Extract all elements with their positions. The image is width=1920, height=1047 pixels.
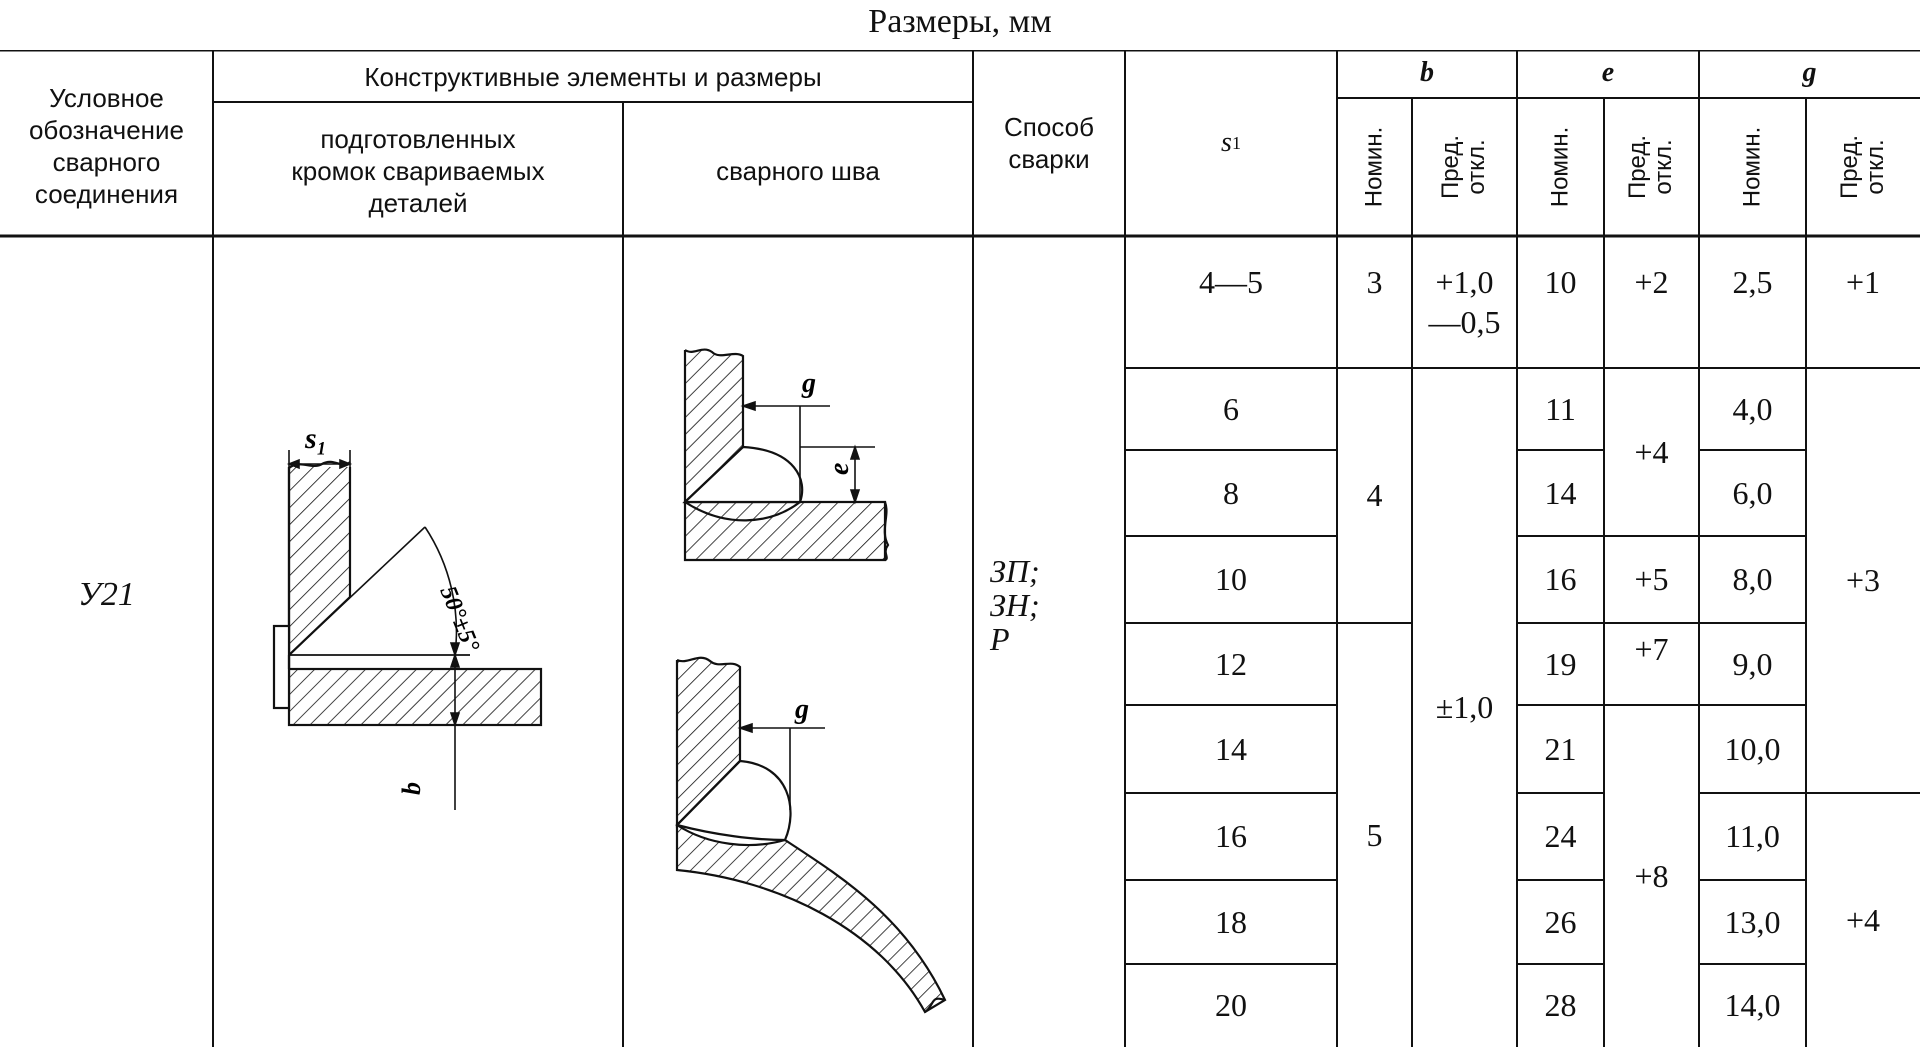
g-nominal-cell: 10,0 xyxy=(1724,730,1781,767)
s1-cell: 16 xyxy=(1215,818,1247,854)
header-prepared-edges: подготовленных кромок свариваемых детале… xyxy=(291,124,545,218)
g-tolerance-cell: +1 xyxy=(1845,264,1881,300)
header-g-tolerance: Пред. откл. xyxy=(1836,134,1889,200)
g-nominal-cell: 13,0 xyxy=(1724,903,1781,940)
e-nominal-cell: 10 xyxy=(1544,264,1577,300)
header-e-tolerance: Пред. откл. xyxy=(1624,134,1678,200)
header-b-nominal: Номин. xyxy=(1360,126,1388,208)
header-s1-letter: s xyxy=(1221,127,1232,158)
e-nominal-cell: 19 xyxy=(1544,645,1577,682)
e-nominal-cell: 24 xyxy=(1544,818,1577,854)
g-nominal-cell: 14,0 xyxy=(1724,987,1781,1023)
table-caption: Размеры, мм xyxy=(868,3,1052,40)
header-e: e xyxy=(1601,57,1615,88)
e-tolerance-cell: +5 xyxy=(1634,561,1669,597)
s1-cell: 12 xyxy=(1215,645,1247,682)
g-nominal-cell: 8,0 xyxy=(1732,561,1773,597)
e-nominal-cell: 21 xyxy=(1544,730,1577,767)
e-nominal-cell: 14 xyxy=(1544,474,1577,511)
e-tolerance-cell: +8 xyxy=(1634,857,1669,894)
weld-dimension-table: Условное обозначение сварного соединения… xyxy=(0,50,1920,1047)
b-tolerance-cell: +1,0 —0,5 xyxy=(1428,264,1501,340)
header-s1-subscript: 1 xyxy=(1231,133,1241,153)
e-tolerance-cell: +2 xyxy=(1634,264,1669,300)
header-construct: Конструктивные элементы и размеры xyxy=(364,62,822,92)
b-tolerance-cell: ±1,0 xyxy=(1435,689,1494,725)
s1-cell: 18 xyxy=(1215,903,1247,940)
header-b-tolerance: Пред. откл. xyxy=(1437,134,1491,200)
b-nominal-cell: 3 xyxy=(1366,264,1383,300)
header-b: b xyxy=(1420,57,1434,88)
e-nominal-cell: 26 xyxy=(1544,903,1577,940)
g-tolerance-cell: +3 xyxy=(1845,562,1881,598)
g-nominal-cell: 2,5 xyxy=(1732,264,1773,300)
s1-cell: 10 xyxy=(1215,561,1247,597)
b-nominal-cell: 4 xyxy=(1366,477,1383,513)
header-weld-method: Способ сварки xyxy=(1004,112,1094,174)
e-nominal-cell: 28 xyxy=(1544,987,1577,1023)
g-nominal-cell: 9,0 xyxy=(1732,645,1773,682)
g-nominal-cell: 6,0 xyxy=(1732,474,1773,511)
s1-cell: 4—5 xyxy=(1199,264,1263,300)
header-g-nominal: Номин. xyxy=(1738,126,1766,208)
header-g: g xyxy=(1802,57,1817,88)
weld-method-list: ЗП; ЗН; Р xyxy=(990,553,1040,657)
s1-cell: 6 xyxy=(1223,390,1239,427)
b-nominal-cell: 5 xyxy=(1366,816,1383,853)
joint-designation: У21 xyxy=(78,576,135,613)
g-nominal-cell: 4,0 xyxy=(1732,390,1773,427)
header-weld-seam: сварного шва xyxy=(716,156,880,186)
g-tolerance-cell: +4 xyxy=(1845,901,1881,938)
g-nominal-cell: 11,0 xyxy=(1725,818,1780,854)
header-e-nominal: Номин. xyxy=(1546,126,1574,208)
s1-cell: 14 xyxy=(1215,730,1247,767)
e-tolerance-cell: +4 xyxy=(1634,433,1669,470)
s1-cell: 8 xyxy=(1223,474,1239,511)
s1-cell: 20 xyxy=(1215,987,1247,1023)
e-nominal-cell: 11 xyxy=(1545,390,1576,427)
e-tolerance-cell: +7 xyxy=(1634,631,1669,667)
table-grid xyxy=(0,50,1920,1047)
e-nominal-cell: 16 xyxy=(1544,561,1577,597)
header-designation: Условное обозначение сварного соединения xyxy=(28,82,185,209)
